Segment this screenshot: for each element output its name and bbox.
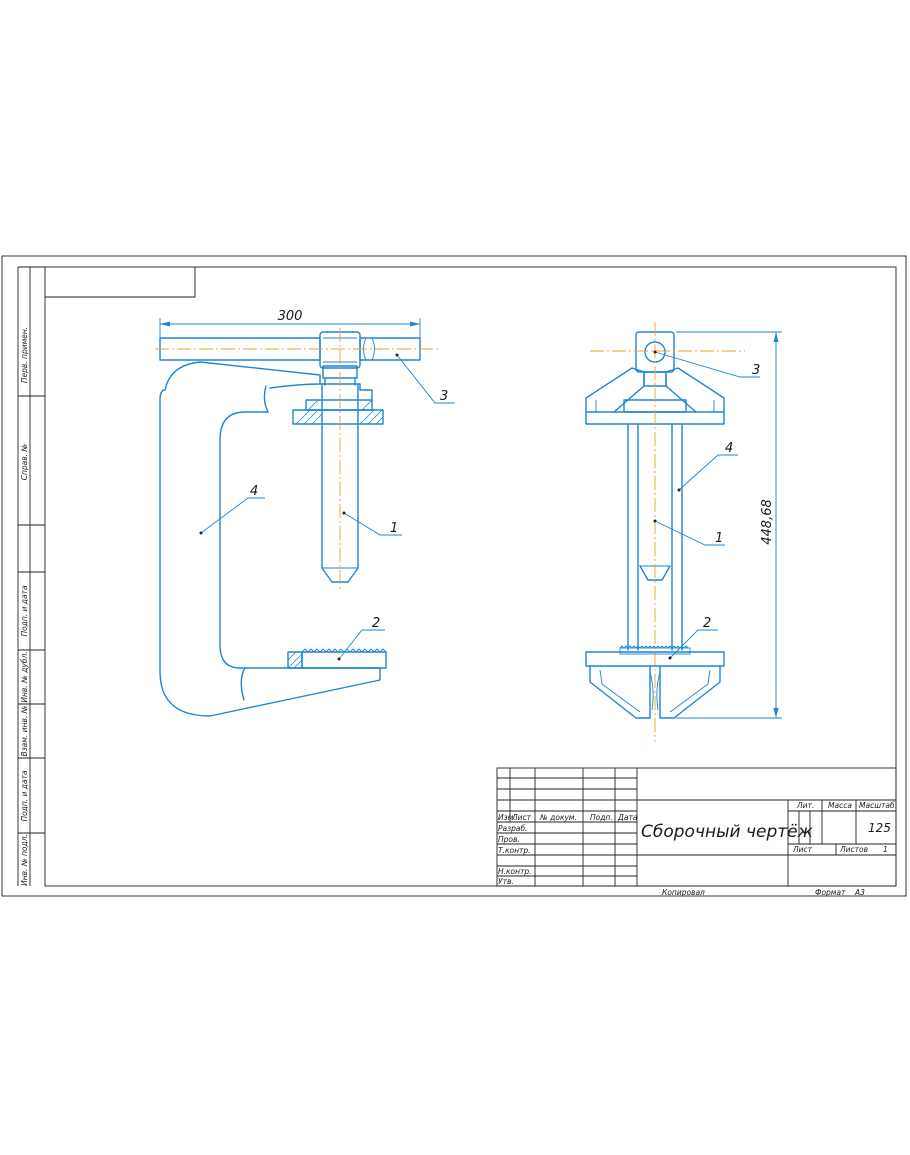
screw-head-side <box>590 331 745 387</box>
tb-list-label: Лист <box>792 845 813 854</box>
footer-format-label: Формат <box>815 888 846 897</box>
handle-bar-part-3 <box>155 331 438 369</box>
callout-4-front: 4 <box>250 484 258 499</box>
tb-utv: Утв. <box>498 877 514 886</box>
callout-2-side: 2 <box>703 616 711 631</box>
front-view: 300 <box>155 309 455 717</box>
tb-nkontr: Н.контр. <box>498 867 532 876</box>
side-label-podp-data-1: Подп. и дата <box>20 585 29 636</box>
tb-prov: Пров. <box>498 835 520 844</box>
side-stamp: Перв. примен. Справ. № Подп. и дата Инв.… <box>17 266 45 886</box>
side-view: 448,68 3 4 1 2 <box>585 322 782 742</box>
side-label-perv-primen: Перв. примен. <box>20 327 29 383</box>
side-label-vzam-inv: Взам. инв. № <box>20 705 29 756</box>
side-label-inv-podl: Инв. № подл. <box>20 834 29 886</box>
callout-4-side: 4 <box>725 441 733 456</box>
dimension-height-label: 448,68 <box>760 499 775 545</box>
drawing-name: Сборочный чертёж <box>641 822 814 842</box>
screw-part-1 <box>321 328 359 590</box>
tb-data: Дата <box>617 813 638 822</box>
jaw-plate-part-2 <box>287 648 387 669</box>
tb-razrab: Разраб. <box>498 824 527 833</box>
callout-3-front: 3 <box>440 389 448 404</box>
side-label-inv-dubl: Инв. № дубл. <box>20 651 29 702</box>
nut-section <box>292 399 384 425</box>
footer-format-value: А3 <box>854 888 865 897</box>
tb-list: Лист <box>511 813 532 822</box>
side-label-podp-data-2: Подп. и дата <box>20 770 29 821</box>
side-label-sprav: Справ. № <box>20 444 29 481</box>
callout-1-side: 1 <box>715 531 723 546</box>
sheet-frame <box>1 255 907 897</box>
tb-listov-value: 1 <box>883 845 888 854</box>
tb-podp: Подп. <box>590 813 613 822</box>
callout-2-front: 2 <box>372 616 380 631</box>
callout-3-side: 3 <box>752 363 760 378</box>
frame-columns-side <box>627 322 683 742</box>
sheet-footer: Копировал Формат А3 <box>662 888 865 897</box>
tb-masshtab: Масштаб <box>859 801 895 810</box>
title-block: Изм. Лист № докум. Подп. Дата Разраб. Пр… <box>496 767 897 887</box>
dimension-height: 448,68 <box>676 331 782 719</box>
tb-tkontr: Т.контр. <box>498 846 531 855</box>
dimension-300-label: 300 <box>278 309 303 324</box>
footer-kopiroval: Копировал <box>662 888 705 897</box>
tb-listov-label: Листов <box>839 845 868 854</box>
front-leaders: 3 4 1 2 <box>199 353 455 661</box>
tb-massa: Масса <box>828 801 852 810</box>
callout-1-front: 1 <box>390 521 398 536</box>
tb-n-dokum: № докум. <box>539 813 577 822</box>
clamp-frame-part-4 <box>159 361 381 717</box>
side-leaders: 3 4 1 2 <box>653 350 760 660</box>
bottom-base-side <box>585 645 725 719</box>
tb-izm: Изм. <box>498 813 516 822</box>
dimension-300: 300 <box>159 309 421 345</box>
tb-lit: Лит. <box>796 801 814 810</box>
tb-scale-value: 125 <box>868 821 891 835</box>
